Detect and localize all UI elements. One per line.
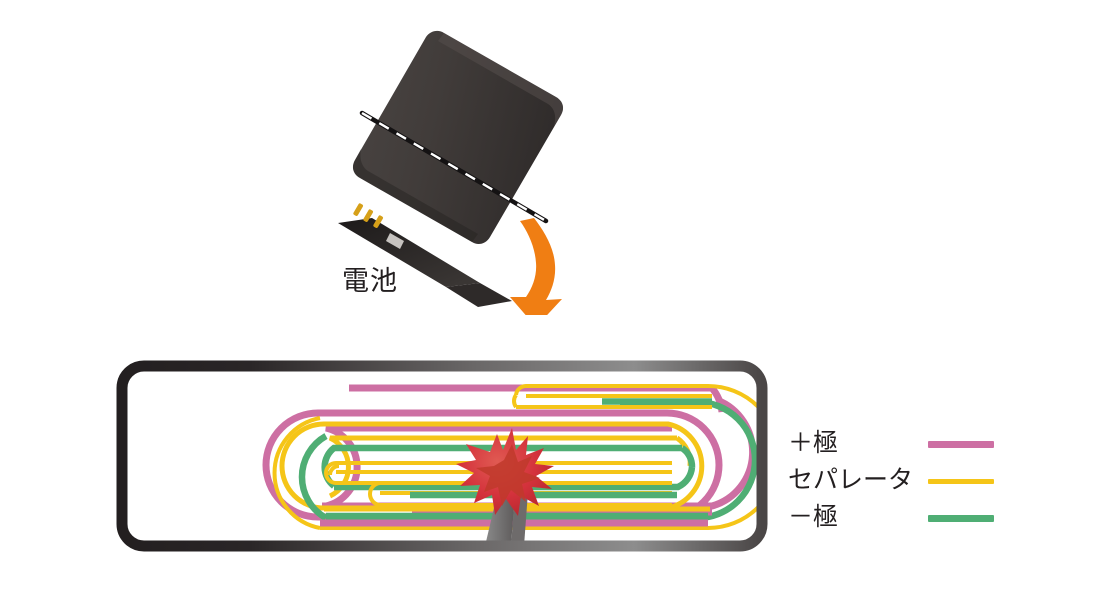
- jellyroll-windings: [262, 383, 762, 530]
- legend-swatch-negative: [928, 515, 994, 522]
- cell-cutaway-svg: [116, 360, 768, 552]
- battery-contacts: [353, 203, 384, 228]
- battery-label-patch: [386, 233, 404, 249]
- legend-label-positive: ＋極: [788, 428, 839, 457]
- legend: ＋極 セパレータ －極: [788, 428, 1003, 540]
- battery-svg: [338, 30, 564, 327]
- legend-item-separator: セパレータ: [788, 465, 1003, 499]
- battery-case-outline: [116, 360, 768, 552]
- battery-caption: 電池: [342, 266, 398, 297]
- legend-label-negative: －極: [788, 502, 839, 531]
- section-cut-line: [359, 110, 549, 224]
- legend-item-positive: ＋極: [788, 428, 1003, 462]
- short-circuit-burst-icon: [456, 428, 554, 516]
- legend-swatch-separator: [928, 479, 994, 484]
- legend-swatch-positive: [928, 441, 994, 448]
- cell-cutaway-diagram: [112, 356, 772, 568]
- battery-body: [352, 30, 564, 245]
- battery-side-edge: [338, 218, 512, 307]
- legend-label-separator: セパレータ: [788, 465, 914, 494]
- battery-photo: [330, 25, 610, 327]
- legend-item-negative: －極: [788, 502, 1003, 536]
- down-arrow-icon: [510, 218, 562, 327]
